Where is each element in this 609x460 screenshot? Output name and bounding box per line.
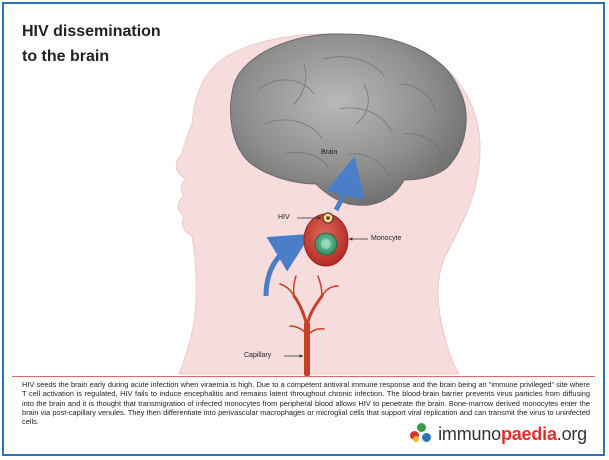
monocyte-label: Monocyte (371, 235, 401, 242)
brain-label: Brain (321, 149, 337, 156)
capillary-label: Capillary (244, 352, 271, 359)
divider-line (12, 376, 595, 377)
immunopaedia-logo[interactable]: immunopaedia.org (408, 422, 589, 446)
figure-frame: HIV dissemination to the brain (2, 2, 605, 456)
logo-text: immunopaedia.org (438, 424, 587, 445)
description-text: HIV seeds the brain early during acute i… (22, 380, 590, 426)
hiv-label: HIV (278, 214, 290, 221)
logo-dots-icon (410, 423, 434, 445)
